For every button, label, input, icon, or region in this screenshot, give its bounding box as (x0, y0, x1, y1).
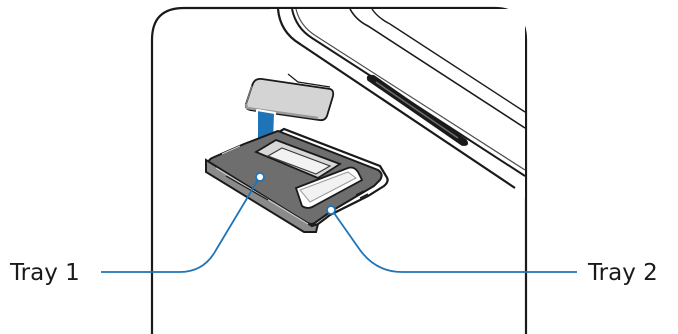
tray-1-callout-line (101, 179, 259, 273)
tray-2-label: Tray 2 (588, 260, 658, 286)
tray-1-label: Tray 1 (10, 260, 80, 286)
tray-1-callout-dot (255, 172, 265, 182)
tray-2-callout-line (333, 212, 577, 273)
tray-1-callout (101, 172, 265, 273)
phone-body (270, 8, 526, 199)
sim-card-icon (244, 73, 335, 122)
tray-2-callout (326, 205, 577, 273)
tray-2-callout-dot (326, 205, 336, 215)
sim-tray (205, 127, 389, 233)
